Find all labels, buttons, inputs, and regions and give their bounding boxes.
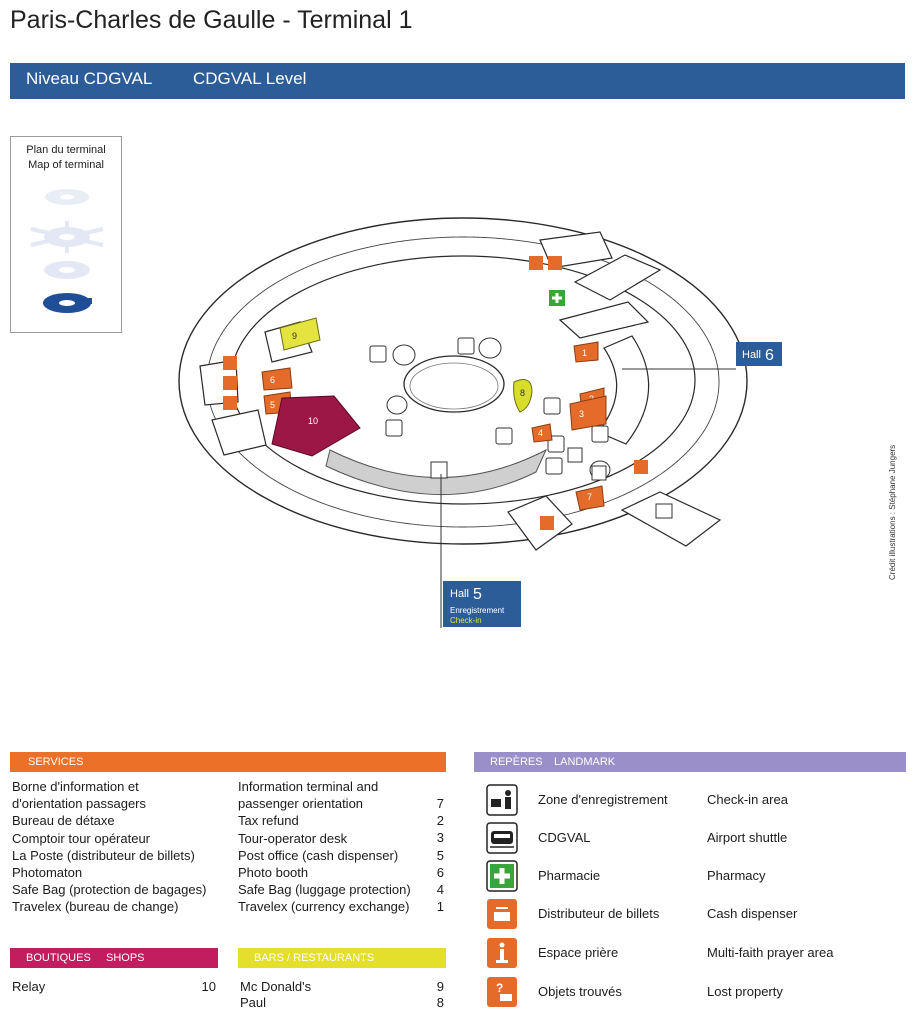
service-num-4: 6 <box>436 864 444 880</box>
service-num-0: 7 <box>436 796 444 811</box>
shops-header-en: SHOPS <box>106 952 145 964</box>
page-title: Paris-Charles de Gaulle - Terminal 1 <box>10 6 413 34</box>
landmark-row-shuttle: CDGVAL Airport shuttle <box>486 822 906 854</box>
service-en-0a: Information terminal and <box>238 779 379 794</box>
landmark-en-1: Airport shuttle <box>707 830 788 845</box>
hall-6-callout: Hall 6 <box>622 342 782 370</box>
landmark-fr-4: Espace prière <box>538 945 619 960</box>
hall-5-label: Hall <box>450 588 469 600</box>
service-fr-0b: d'orientation passagers <box>12 796 147 812</box>
service-en-3: Post office (cash dispenser) <box>238 847 399 863</box>
service-fr-6: Travelex (bureau de change) <box>12 899 179 915</box>
hall-5-callout: Hall 5 Enregistrement Check-in <box>440 474 521 628</box>
thumbnail-title-fr: Plan du terminal <box>26 144 106 156</box>
landmark-row-lost-property: ? Objets trouvés Lost property <box>486 976 906 1008</box>
level-label-fr: Niveau CDGVAL <box>26 69 153 88</box>
service-num-1: 2 <box>436 813 444 829</box>
service-num-3: 5 <box>436 847 444 863</box>
landmark-row-cash: Distributeur de billets Cash dispenser <box>486 898 906 930</box>
central-core <box>403 355 505 413</box>
service-en-4: Photo booth <box>238 865 309 881</box>
prayer-icon <box>487 938 517 968</box>
service-fr-3: La Poste (distributeur de billets) <box>12 847 195 863</box>
services-list-fr: Borne d'information et d'orientation pas… <box>12 778 206 916</box>
shop-name-0: Relay <box>12 979 46 994</box>
map-marker-9: 9 <box>292 331 297 341</box>
map-marker-7: 7 <box>587 492 592 502</box>
terminal-map: 1 2 3 4 5 6 7 8 9 10 Hall <box>178 217 782 628</box>
service-fr-1: Bureau de détaxe <box>12 813 115 829</box>
hall-6-label: Hall <box>742 349 761 361</box>
map-marker-6: 6 <box>270 375 275 385</box>
hall-5-number: 5 <box>473 586 482 603</box>
landmark-header-fr: REPÈRES <box>490 756 543 768</box>
map-marker-10: 10 <box>308 416 318 426</box>
map-marker-5: 5 <box>270 400 275 410</box>
service-fr-2: Comptoir tour opérateur <box>12 830 151 846</box>
terminal-thumbnail: Plan du terminal Map of terminal <box>10 136 122 333</box>
landmark-header-en: LANDMARK <box>554 756 616 768</box>
landmark-row-prayer: Espace prière Multi-faith prayer area <box>486 937 906 969</box>
map-marker-1: 1 <box>582 348 587 358</box>
landmark-fr-5: Objets trouvés <box>538 984 622 999</box>
service-en-0b: passenger orientation <box>238 796 364 812</box>
bars-header: BARS / RESTAURANTS <box>238 948 446 968</box>
shops-header: BOUTIQUES SHOPS <box>10 948 218 968</box>
shop-num-0: 10 <box>201 979 216 994</box>
service-num-6: 1 <box>436 899 444 915</box>
bars-header-label: BARS / RESTAURANTS <box>254 952 375 964</box>
bar-name-1: Paul <box>240 995 267 1010</box>
map-landmark-icons <box>223 256 673 530</box>
services-header-label: SERVICES <box>28 756 84 768</box>
bar-name-0: Mc Donald's <box>240 979 312 994</box>
service-fr-5: Safe Bag (protection de bagages) <box>12 882 207 898</box>
landmark-fr-0: Zone d'enregistrement <box>538 792 668 807</box>
landmark-en-5: Lost property <box>707 984 783 999</box>
map-marker-3: 3 <box>579 409 584 419</box>
landmark-en-4: Multi-faith prayer area <box>707 945 834 960</box>
service-fr-0a: Borne d'information et <box>12 779 139 794</box>
service-num-5: 4 <box>436 882 444 898</box>
landmark-fr-1: CDGVAL <box>538 830 591 845</box>
service-en-5: Safe Bag (luggage protection) <box>238 882 411 898</box>
service-fr-4: Photomaton <box>12 865 83 881</box>
bar-num-1: 8 <box>436 995 444 1010</box>
landmark-en-3: Cash dispenser <box>707 906 798 921</box>
level-bar: Niveau CDGVAL CDGVAL Level <box>10 63 905 99</box>
illustration-credit: Crédit illustrations : Stéphane Jungers <box>888 444 897 580</box>
bar-num-0: 9 <box>436 979 444 994</box>
lost-property-icon: ? <box>487 977 517 1007</box>
services-header: SERVICES <box>10 752 446 772</box>
check-in-icon <box>486 784 518 816</box>
landmark-fr-2: Pharmacie <box>538 868 601 883</box>
hall-6-number: 6 <box>765 347 774 364</box>
walkway <box>325 448 548 495</box>
map-marker-8: 8 <box>520 388 525 398</box>
shuttle-icon <box>486 822 518 854</box>
service-num-2: 3 <box>436 830 444 846</box>
svg-text:?: ? <box>496 981 503 995</box>
service-en-6: Travelex (currency exchange) <box>238 899 410 915</box>
service-en-2: Tour-operator desk <box>238 830 348 846</box>
landmark-row-pharmacy: Pharmacie Pharmacy <box>486 860 906 892</box>
services-list-en: Information terminal and passenger orien… <box>238 778 411 916</box>
landmark-header: REPÈRES LANDMARK <box>474 752 906 772</box>
landmark-row-check-in: Zone d'enregistrement Check-in area <box>486 784 906 816</box>
thumbnail-levels <box>30 189 104 313</box>
pharmacy-icon <box>486 860 518 892</box>
shops-header-fr: BOUTIQUES <box>26 952 91 964</box>
landmark-fr-3: Distributeur de billets <box>538 906 660 921</box>
landmark-en-0: Check-in area <box>707 792 788 807</box>
service-en-1: Tax refund <box>238 813 299 829</box>
service-markers: 1 2 3 4 5 6 7 8 9 10 <box>261 317 607 511</box>
thumbnail-title-en: Map of terminal <box>28 159 104 171</box>
hall-5-sub-en: Check-in <box>450 616 482 625</box>
map-marker-4: 4 <box>538 428 543 438</box>
services-numbers: 7 2 3 5 6 4 1 <box>434 795 444 915</box>
landmark-en-2: Pharmacy <box>707 868 766 883</box>
cash-dispenser-icon <box>487 899 517 929</box>
level-label-en: CDGVAL Level <box>193 69 307 88</box>
hall-5-sub-fr: Enregistrement <box>450 606 505 615</box>
